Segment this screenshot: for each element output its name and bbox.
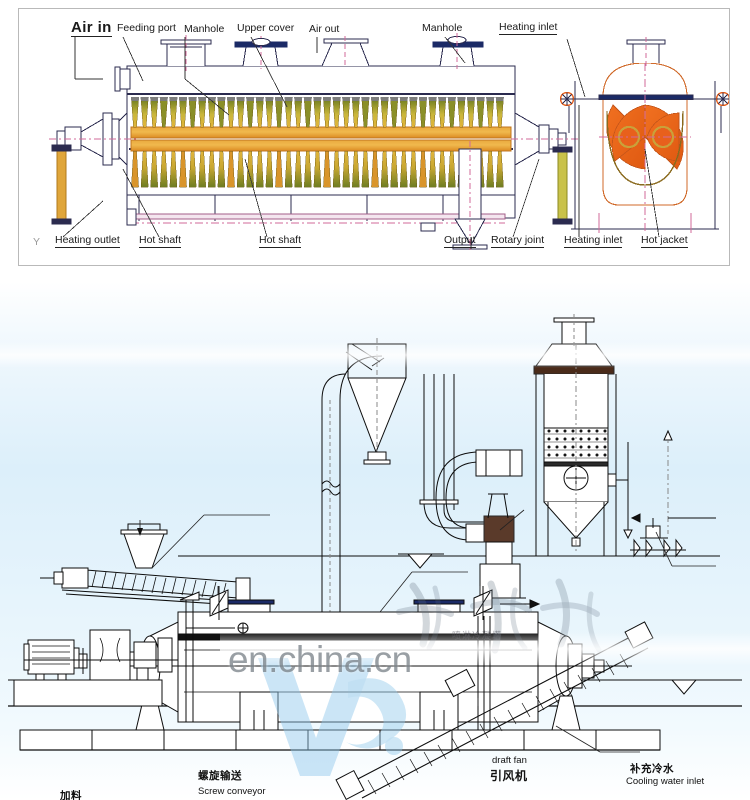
top-diagram-drawing <box>49 33 729 253</box>
label-y-marker: Y <box>33 236 41 248</box>
label-air-out: Air out <box>309 23 340 35</box>
label-feeding-port: Feeding port <box>117 22 176 34</box>
label-hot-jacket: Hot jacket <box>641 234 688 248</box>
label-heating-outlet: Heating outlet <box>55 234 120 248</box>
label-upper-cover: Upper cover <box>237 22 295 34</box>
label-draft-fan-en: draft fan <box>492 755 527 766</box>
label-cooling-water-inlet-en: Cooling water inlet <box>626 776 705 787</box>
bottom-diagram-drawing <box>8 314 742 800</box>
label-hot-shaft-mid: Hot shaft <box>259 234 302 248</box>
label-hot-shaft-left: Hot shaft <box>139 234 182 248</box>
label-heating-inlet-top: Heating inlet <box>499 21 558 35</box>
label-feed-cn: 加料 <box>60 790 82 800</box>
label-heating-inlet-bottom: Heating inlet <box>564 234 623 248</box>
label-manhole-1: Manhole <box>184 23 225 35</box>
label-air-in: Air in <box>71 19 112 37</box>
label-rotary-joint: Rotary joint <box>491 234 545 248</box>
label-screw-conveyor-inlet-en: Screw conveyor <box>198 786 266 797</box>
label-cooling-water-inlet-cn: 补充冷水 <box>630 763 674 775</box>
bottom-process-diagram: 喷淋冷凝塔 en.china.cn 加料 feed 螺旋输送 Screw con… <box>0 282 750 800</box>
label-screw-conveyor-inlet-cn: 螺旋输送 <box>198 770 242 782</box>
label-draft-fan-cn: 引风机 <box>490 769 528 783</box>
label-output: Output <box>444 234 476 248</box>
label-manhole-2: Manhole <box>422 22 463 34</box>
top-assembly-diagram: Air in Feeding port Manhole Upper cover … <box>18 8 730 266</box>
